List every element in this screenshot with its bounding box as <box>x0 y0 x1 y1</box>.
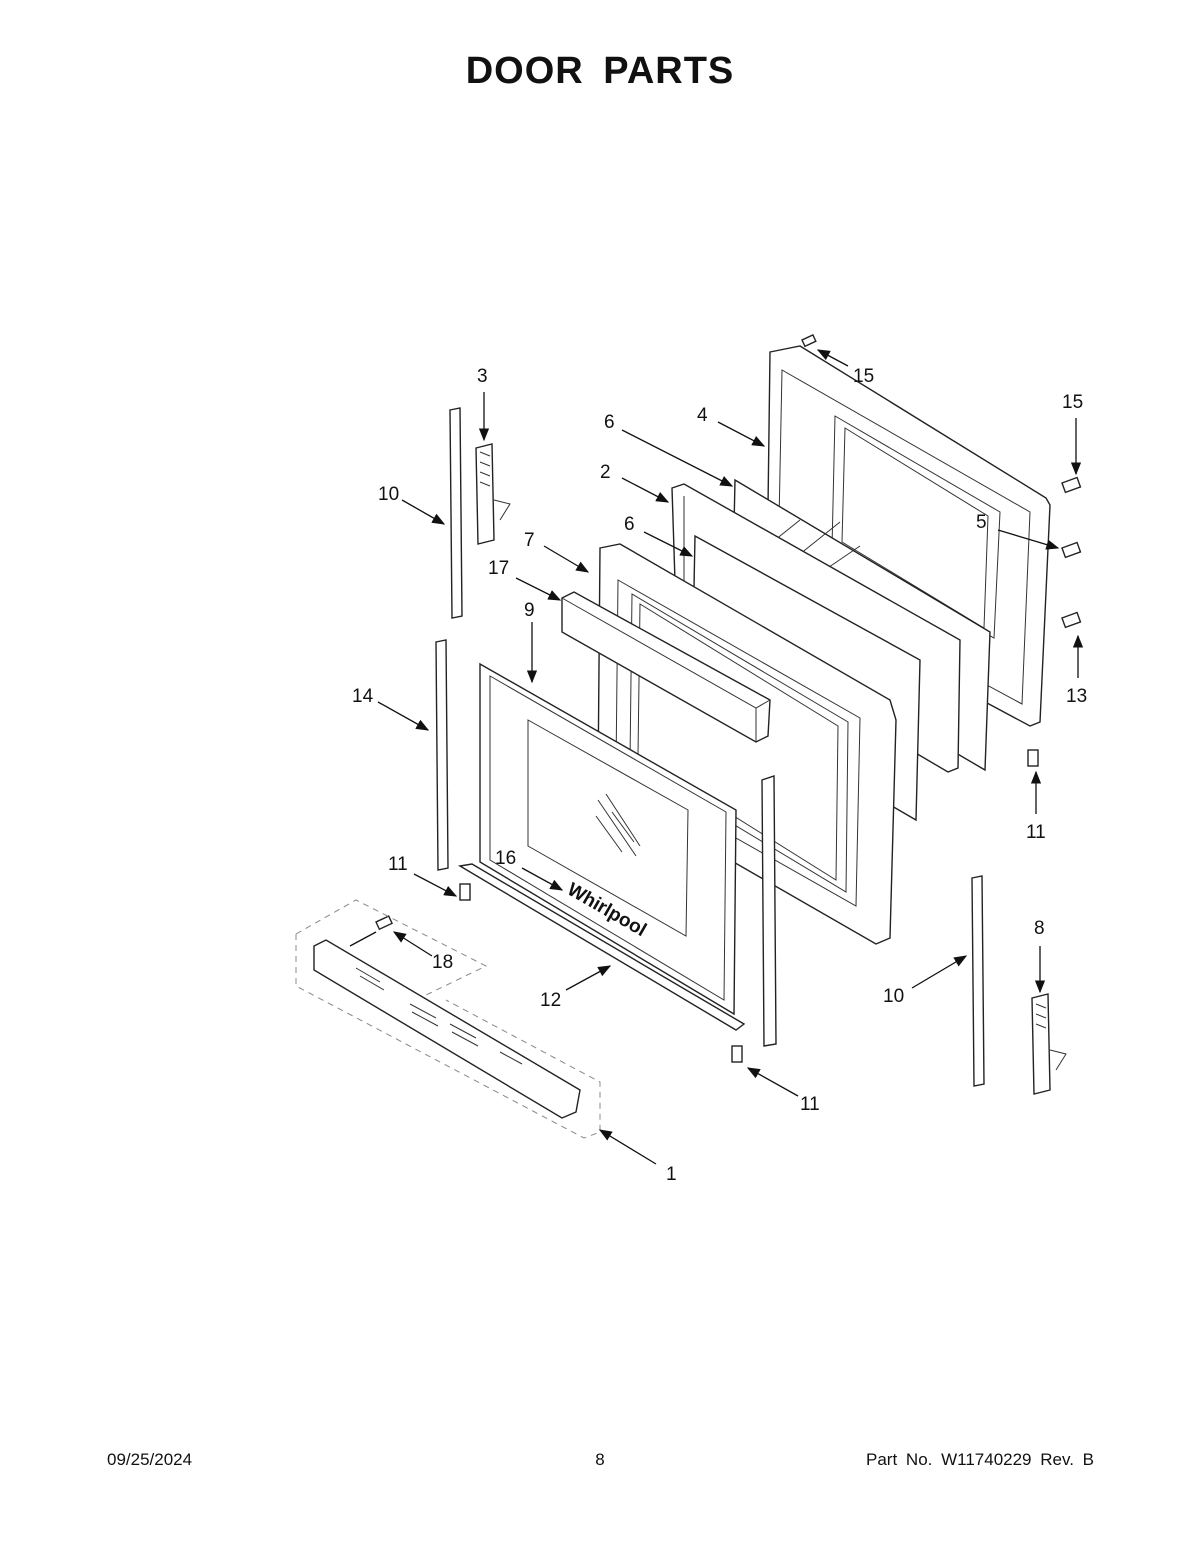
footer-date: 09/25/2024 <box>107 1450 193 1469</box>
door-frame <box>597 543 897 945</box>
callout-1: 1 <box>666 1164 677 1185</box>
callout-18: 18 <box>432 952 453 973</box>
callout-3: 3 <box>477 366 488 387</box>
callout-12: 12 <box>540 990 561 1011</box>
footer-part-number: Part No. W11740229 Rev. B <box>866 1450 1094 1469</box>
hinge-receiver-left <box>449 407 463 619</box>
left-side-trim <box>435 639 449 871</box>
callout-11-bottom: 11 <box>800 1094 820 1115</box>
callout-14: 14 <box>352 686 374 707</box>
callout-6-upper: 6 <box>604 412 615 433</box>
leader-lines <box>349 349 1084 1165</box>
footer-page-number: 8 <box>595 1450 605 1469</box>
callout-5: 5 <box>976 512 987 533</box>
callout-17: 17 <box>488 558 509 579</box>
callout-10-left: 10 <box>378 484 399 505</box>
callout-9: 9 <box>524 600 535 621</box>
hinge-left <box>475 443 511 545</box>
callout-4: 4 <box>697 405 708 426</box>
callout-2: 2 <box>600 462 611 483</box>
hinge-right <box>1031 993 1067 1095</box>
screws <box>375 333 1082 1063</box>
callout-11-right: 11 <box>1026 822 1046 843</box>
callout-10-right: 10 <box>883 986 904 1007</box>
callout-16: 16 <box>495 848 516 869</box>
callout-15-right: 15 <box>1062 392 1083 413</box>
callout-7: 7 <box>524 530 535 551</box>
hinge-receiver-right <box>971 875 985 1087</box>
right-side-trim <box>761 775 777 1047</box>
vent-trim-assembly <box>295 899 601 1139</box>
callout-8: 8 <box>1034 918 1045 939</box>
bottom-trim <box>457 863 746 1031</box>
callout-11-left: 11 <box>388 854 408 875</box>
callout-13: 13 <box>1066 686 1087 707</box>
callout-6-lower: 6 <box>624 514 635 535</box>
page-title: DOOR PARTS <box>465 50 735 92</box>
outer-door-glass: Whirlpool <box>479 662 737 1016</box>
door-handle <box>561 591 771 743</box>
callout-15-top: 15 <box>853 366 874 387</box>
